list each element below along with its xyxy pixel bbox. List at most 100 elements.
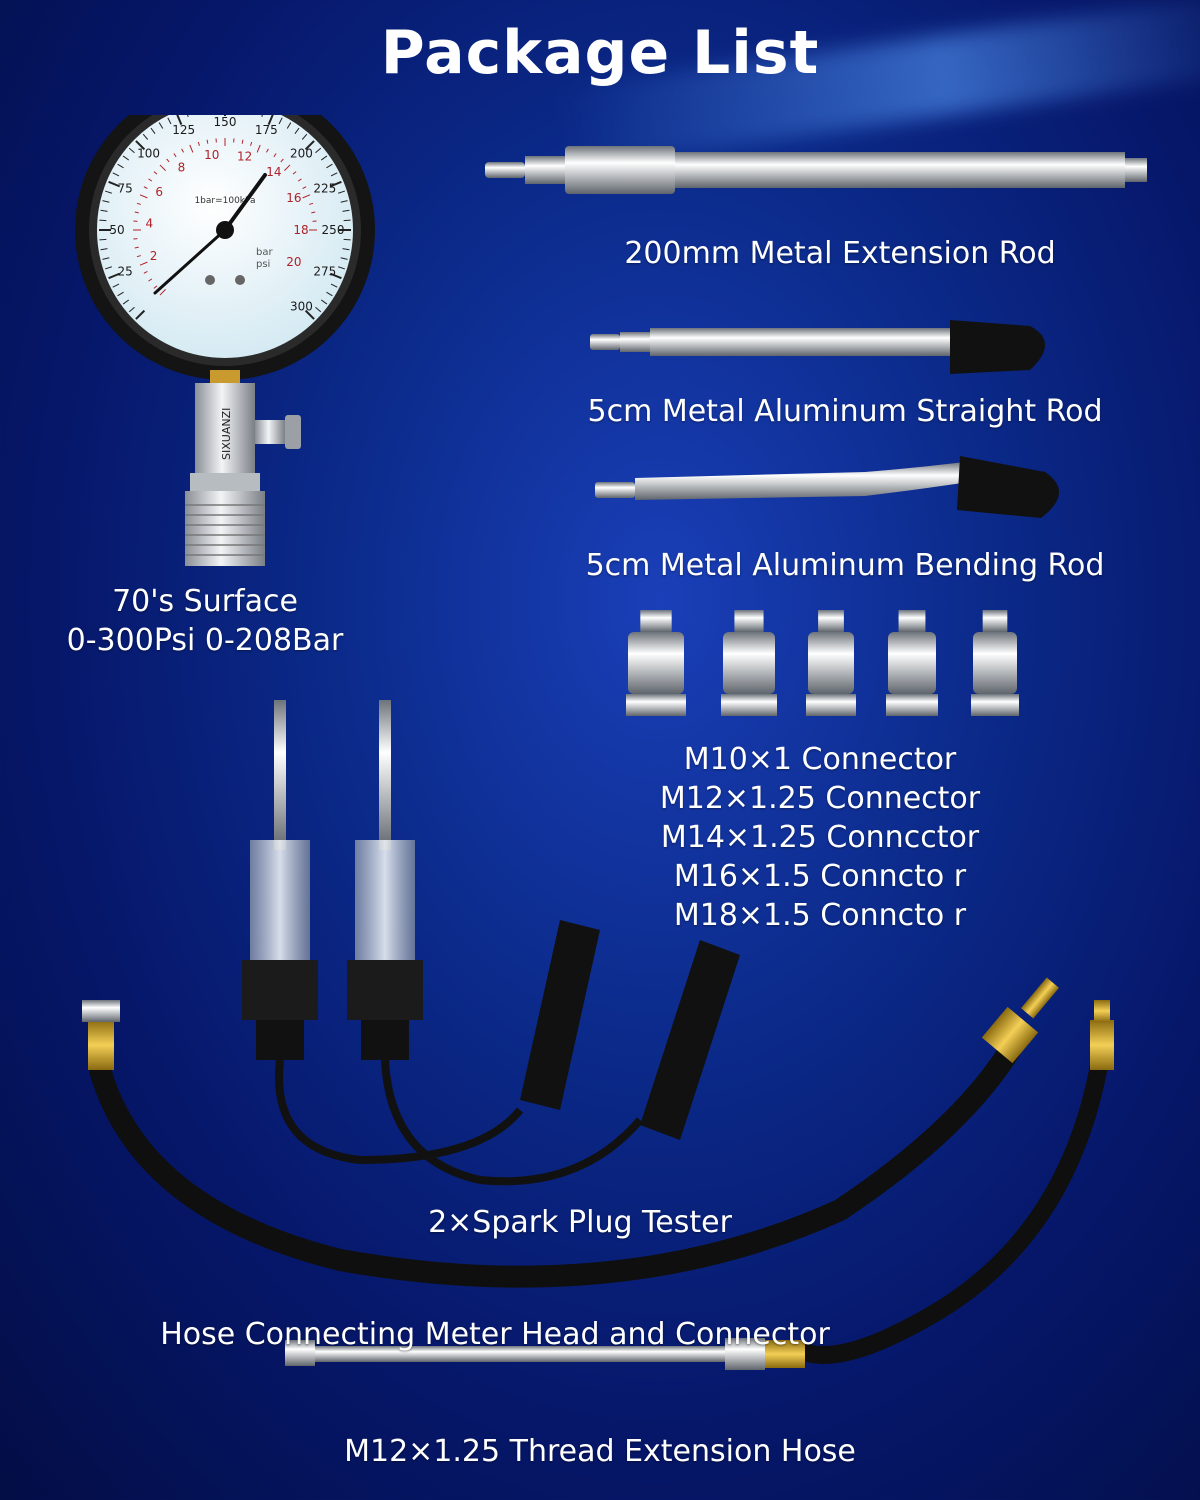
spark-plug-tester-label: 2×Spark Plug Tester: [428, 1205, 732, 1240]
connector-part: [806, 610, 856, 716]
gauge-tick: [142, 133, 149, 140]
gauge-label-line2: 0-300Psi 0-208Bar: [66, 623, 344, 658]
connector-part: [971, 610, 1019, 716]
connector-part: [721, 610, 777, 716]
gauge-inner-tick-label: 12: [237, 150, 252, 164]
gauge-outer-tick-label: 50: [109, 223, 124, 237]
gauge-inner-tick-label: 8: [178, 161, 186, 175]
gauge-inner-tick: [250, 141, 253, 146]
gauge-inner-tick-label: 14: [266, 165, 281, 179]
gauge-inner-tick: [136, 255, 141, 258]
connector-label-m10: M10×1 Connector: [683, 742, 957, 777]
gauge-outer-tick-label: 300: [290, 299, 313, 313]
gauge-tick: [112, 172, 120, 177]
connector-label-m16: M16×1.5 Conncto r: [673, 859, 967, 894]
straight-rod-label: 5cm Metal Aluminum Straight Rod: [587, 394, 1103, 429]
gauge-tick: [108, 180, 121, 188]
thread-hose-label: M12×1.25 Thread Extension Hose: [344, 1434, 856, 1469]
gauge-tick: [128, 147, 135, 154]
gauge-inner-tick: [189, 144, 194, 153]
gauge-inner-tick: [173, 153, 177, 158]
gauge-inner-tick: [134, 211, 139, 214]
gauge-label-line1: 70's Surface: [112, 584, 298, 619]
gauge-outer-tick-label: 275: [313, 264, 336, 278]
gauge-tick: [102, 200, 110, 203]
gauge-inner-tick-label: 2: [150, 249, 158, 263]
gauge-inner-tick-label: 16: [286, 191, 301, 205]
gauge-tick: [338, 190, 345, 194]
gauge-tick: [187, 115, 189, 117]
gauge-outer-tick-label: 125: [172, 123, 195, 137]
connector-label-m12: M12×1.25 Connector: [659, 781, 981, 816]
gauge-inner-tick-label: 18: [293, 223, 308, 237]
hose-label: Hose Connecting Meter Head and Connector: [160, 1317, 830, 1352]
gauge-inner-tick: [148, 278, 153, 282]
gauge-tick: [326, 163, 333, 169]
gauge-inner-tick: [134, 246, 139, 249]
gauge-tick: [320, 299, 328, 305]
extension-rod-label: 200mm Metal Extension Rod: [624, 236, 1056, 271]
gauge-tick: [122, 155, 130, 161]
gauge-inner-tick: [143, 186, 148, 189]
gauge-tick: [122, 299, 130, 305]
gauge-inner-tick: [309, 202, 314, 205]
gauge-tick: [135, 309, 146, 320]
gauge-inner-tick: [284, 164, 291, 171]
connector-label-m14: M14×1.25 Conncctor: [660, 820, 980, 855]
connectors-image: [618, 606, 1038, 722]
connector-label-m18: M18×1.5 Conncto r: [673, 898, 967, 933]
gauge-outer-tick-label: 250: [322, 223, 345, 237]
gauge-tick: [340, 257, 348, 260]
gauge-tick: [117, 163, 124, 169]
gauge-tick: [267, 115, 274, 126]
gauge-inner-tick: [206, 139, 209, 144]
extension-rod-image: [485, 142, 1150, 202]
gauge-tick: [176, 115, 183, 126]
gauge-tick: [342, 248, 350, 251]
gauge-needle: [223, 173, 267, 232]
gauge-tick: [315, 147, 322, 154]
gauge-tick: [100, 248, 108, 251]
gauge-inner-tick: [241, 139, 244, 144]
gauge-tick: [158, 122, 164, 129]
gauge-tick: [338, 266, 345, 270]
gauge-unit-psi: psi: [256, 259, 270, 270]
gauge-inner-tick: [273, 153, 277, 158]
gauge-ticks: [99, 115, 351, 320]
gauge-tick: [117, 291, 124, 297]
gauge-tick: [105, 266, 112, 270]
gauge-tick: [304, 140, 315, 151]
gauge-inner-tick: [292, 171, 297, 175]
gauge-tick: [326, 291, 333, 297]
gauge-tick: [99, 219, 107, 222]
gauge-tick: [135, 140, 146, 151]
page-title: Package List: [380, 18, 820, 88]
gauge-unit-bar: bar: [256, 247, 273, 258]
gauge-inner-tick-label: 10: [204, 148, 219, 162]
straight-rod-image: [590, 312, 1060, 382]
gauge-inner-tick: [166, 158, 170, 163]
gauge-tick: [320, 155, 328, 161]
gauge-inner-tick: [143, 271, 148, 274]
gauge-tick: [301, 133, 308, 140]
gauge-inner-tick: [311, 211, 316, 214]
gauge-tick: [105, 190, 112, 194]
gauge-outer-tick-label: 75: [118, 182, 133, 196]
gauge-tick: [315, 306, 322, 313]
gauge-tick: [329, 272, 342, 280]
gauge-inner-tick-label: 4: [145, 216, 153, 230]
bending-rod-image: [595, 448, 1075, 528]
bending-rod-label: 5cm Metal Aluminum Bending Rod: [585, 548, 1105, 583]
gauge-brand: SIXUANZI: [220, 408, 233, 460]
gauge-outer-tick-label: 175: [255, 123, 278, 137]
gauge-inner-tick: [256, 144, 261, 153]
gauge-outer-tick-label: 225: [313, 182, 336, 196]
gauge-inner-tick: [302, 194, 311, 199]
connector-part: [886, 610, 938, 716]
gauge-inner-tick: [139, 194, 148, 199]
gauge-tick: [100, 209, 108, 212]
gauge-tick: [102, 257, 110, 260]
connector-part: [626, 610, 686, 716]
